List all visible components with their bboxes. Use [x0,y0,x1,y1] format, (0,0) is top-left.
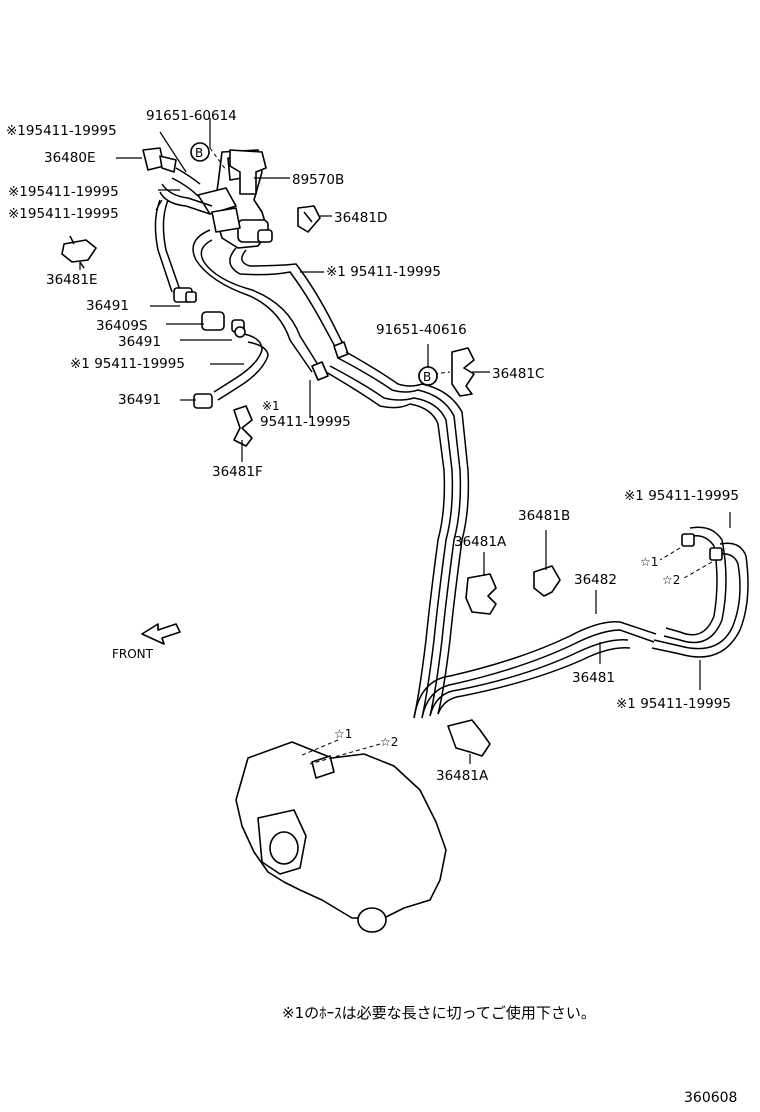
label-note-95411-a: ※195411-19995 [6,123,117,139]
label-36481d: 36481D [334,210,387,226]
label-95411-f: 95411-19995 [260,414,351,430]
label-front: FRONT [112,647,154,661]
label-36481a-b: 36481A [436,768,489,784]
label-star1-a: ☆1 [640,555,658,569]
label-star1-b: ☆1 [334,727,352,741]
engine-manifold [235,741,447,933]
label-36481: 36481 [572,670,615,686]
label-note-95411-h: ※1 95411-19995 [616,696,731,712]
clip-36481a-lower [447,719,491,757]
upper-hoses [154,167,349,381]
label-36482: 36482 [574,572,617,588]
label-36481e: 36481E [46,272,97,288]
label-36409s: 36409S [96,318,148,334]
diagram-id: 360608 [684,1090,737,1106]
label-note-95411-g: ※1 95411-19995 [624,488,739,504]
label-note-95411-b: ※195411-19995 [8,184,119,200]
clip-36481d [297,205,321,233]
right-hoses [651,526,749,658]
label-91651-60614: 91651-60614 [146,108,237,124]
label-36491-c: 36491 [118,392,161,408]
label-note-95411-d: ※1 95411-19995 [326,264,441,280]
svg-text:B: B [195,146,203,160]
clip-36481a-upper [465,573,497,615]
bracket-89570b [229,149,267,195]
front-arrow-icon [141,623,181,645]
label-36481f: 36481F [212,464,263,480]
label-36481a-a: 36481A [454,534,507,550]
label-note-95411-c: ※195411-19995 [8,206,119,222]
svg-text:B: B [423,370,431,384]
label-star2-a: ☆2 [662,573,680,587]
part-labels: 91651-60614 ※195411-19995 36480E 89570B … [6,108,739,784]
label-89570b: 89570B [292,172,344,188]
clip-36481f [233,405,253,447]
connector-36480e [142,147,177,173]
label-36491-b: 36491 [118,334,161,350]
clip-36481e [61,235,97,269]
circle-b-marker-1: B [190,142,210,162]
circle-b-marker-2: B [418,366,438,386]
label-36481b: 36481B [518,508,570,524]
filter-assembly [173,287,269,409]
label-note-x1: ※1 [262,399,280,413]
label-note-95411-e: ※1 95411-19995 [70,356,185,372]
label-36480e: 36480E [44,150,95,166]
steel-pipes-36481-36482 [325,351,657,719]
leader-lines [79,118,731,765]
label-star2-b: ☆2 [380,735,398,749]
label-36481c: 36481C [492,366,544,382]
footnote: ※1のﾎｰｽは必要な長さに切ってご使用下さい。 [282,1004,596,1022]
label-91651-40616: 91651-40616 [376,322,467,338]
label-36491-a: 36491 [86,298,129,314]
clip-36481b [533,565,561,597]
